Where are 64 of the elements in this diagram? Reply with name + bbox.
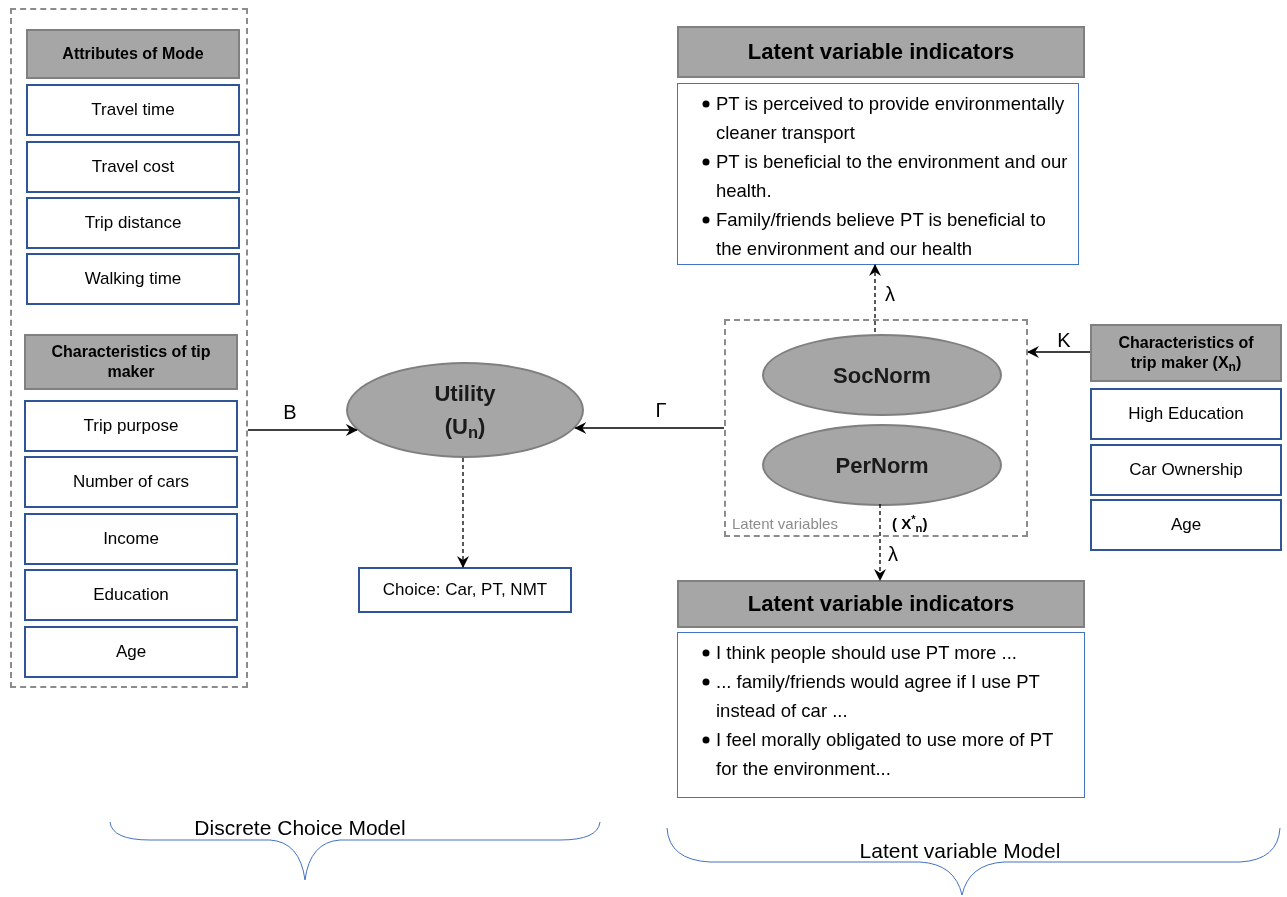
item-box	[24, 569, 238, 621]
edge-label: λ	[888, 544, 898, 564]
model-label: Discrete Choice Model	[193, 815, 407, 841]
item-box	[24, 456, 238, 508]
item-box	[26, 197, 240, 249]
item-box	[24, 626, 238, 678]
item-text: High Education	[1128, 403, 1244, 426]
header-box	[677, 26, 1085, 78]
item-text: Trip distance	[84, 212, 182, 235]
item-text: Education	[93, 584, 169, 607]
item-box	[358, 567, 572, 613]
item-text: Number of cars	[72, 471, 190, 494]
arrow	[1027, 346, 1091, 358]
arrow	[874, 503, 886, 581]
item-box	[24, 513, 238, 565]
item-box	[26, 253, 240, 305]
arrow	[247, 424, 358, 436]
header-box	[677, 580, 1085, 628]
edge-label: λ	[885, 284, 895, 304]
header-box	[24, 334, 238, 390]
bullet-text: ... family/friends would agree if I use PT instead of car ...	[716, 670, 1041, 723]
item-box	[1090, 444, 1282, 496]
item-box	[24, 400, 238, 452]
header-text: Characteristics of tip maker	[50, 342, 212, 382]
edge-label: B	[283, 402, 297, 422]
item-text: Age	[115, 641, 147, 664]
bullet-text: Family/friends believe PT is beneficial to the environment and our health	[716, 208, 1047, 261]
item-box	[1090, 499, 1282, 551]
bullet-text: PT is beneficial to the environment and our health.	[716, 150, 1069, 203]
bullet-text: I feel morally obligated to use more of PT for the environment...	[716, 728, 1054, 781]
group-box	[10, 8, 248, 688]
item-text: Choice: Car, PT, NMT	[382, 579, 548, 602]
edge-label: Γ	[655, 400, 667, 420]
ellipse-text: SocNorm	[833, 361, 931, 390]
item-text: Walking time	[84, 268, 182, 291]
item-text: Travel cost	[91, 156, 175, 179]
variable-symbol: ( X$^{*}$$_{n}$)	[892, 516, 928, 531]
ellipse-text: PerNorm	[835, 451, 929, 480]
arrow	[869, 264, 881, 333]
item-text: Income	[103, 528, 159, 551]
ellipse-text: Utility (U$_{n}$)	[433, 380, 497, 443]
item-text: Trip purpose	[83, 415, 179, 438]
arrow	[457, 457, 469, 568]
model-label: Latent variable Model	[858, 838, 1062, 864]
item-box	[26, 141, 240, 193]
item-text: Travel time	[91, 99, 175, 122]
bullet-text: I think people should use PT more ...	[716, 641, 1018, 665]
item-text: Age	[1170, 514, 1202, 537]
indicator-box	[677, 632, 1085, 798]
indicator-box	[677, 83, 1079, 265]
latent-group-box	[724, 319, 1028, 537]
arrow	[574, 422, 725, 434]
item-text: Car Ownership	[1129, 459, 1243, 482]
header-text: Latent variable indicators	[747, 590, 1015, 618]
header-text: Latent variable indicators	[747, 38, 1015, 66]
item-box	[26, 84, 240, 136]
item-box	[1090, 388, 1282, 440]
header-box	[26, 29, 240, 79]
header-text: Attributes of Mode	[62, 44, 204, 64]
edge-label: K	[1057, 330, 1071, 350]
header-box	[1090, 324, 1282, 382]
header-text: Characteristics of trip maker (X$_{n}$)	[1117, 333, 1255, 373]
bullet-text: PT is perceived to provide environmentally cleaner transport	[716, 92, 1066, 145]
group-label: Latent variables	[732, 516, 838, 531]
